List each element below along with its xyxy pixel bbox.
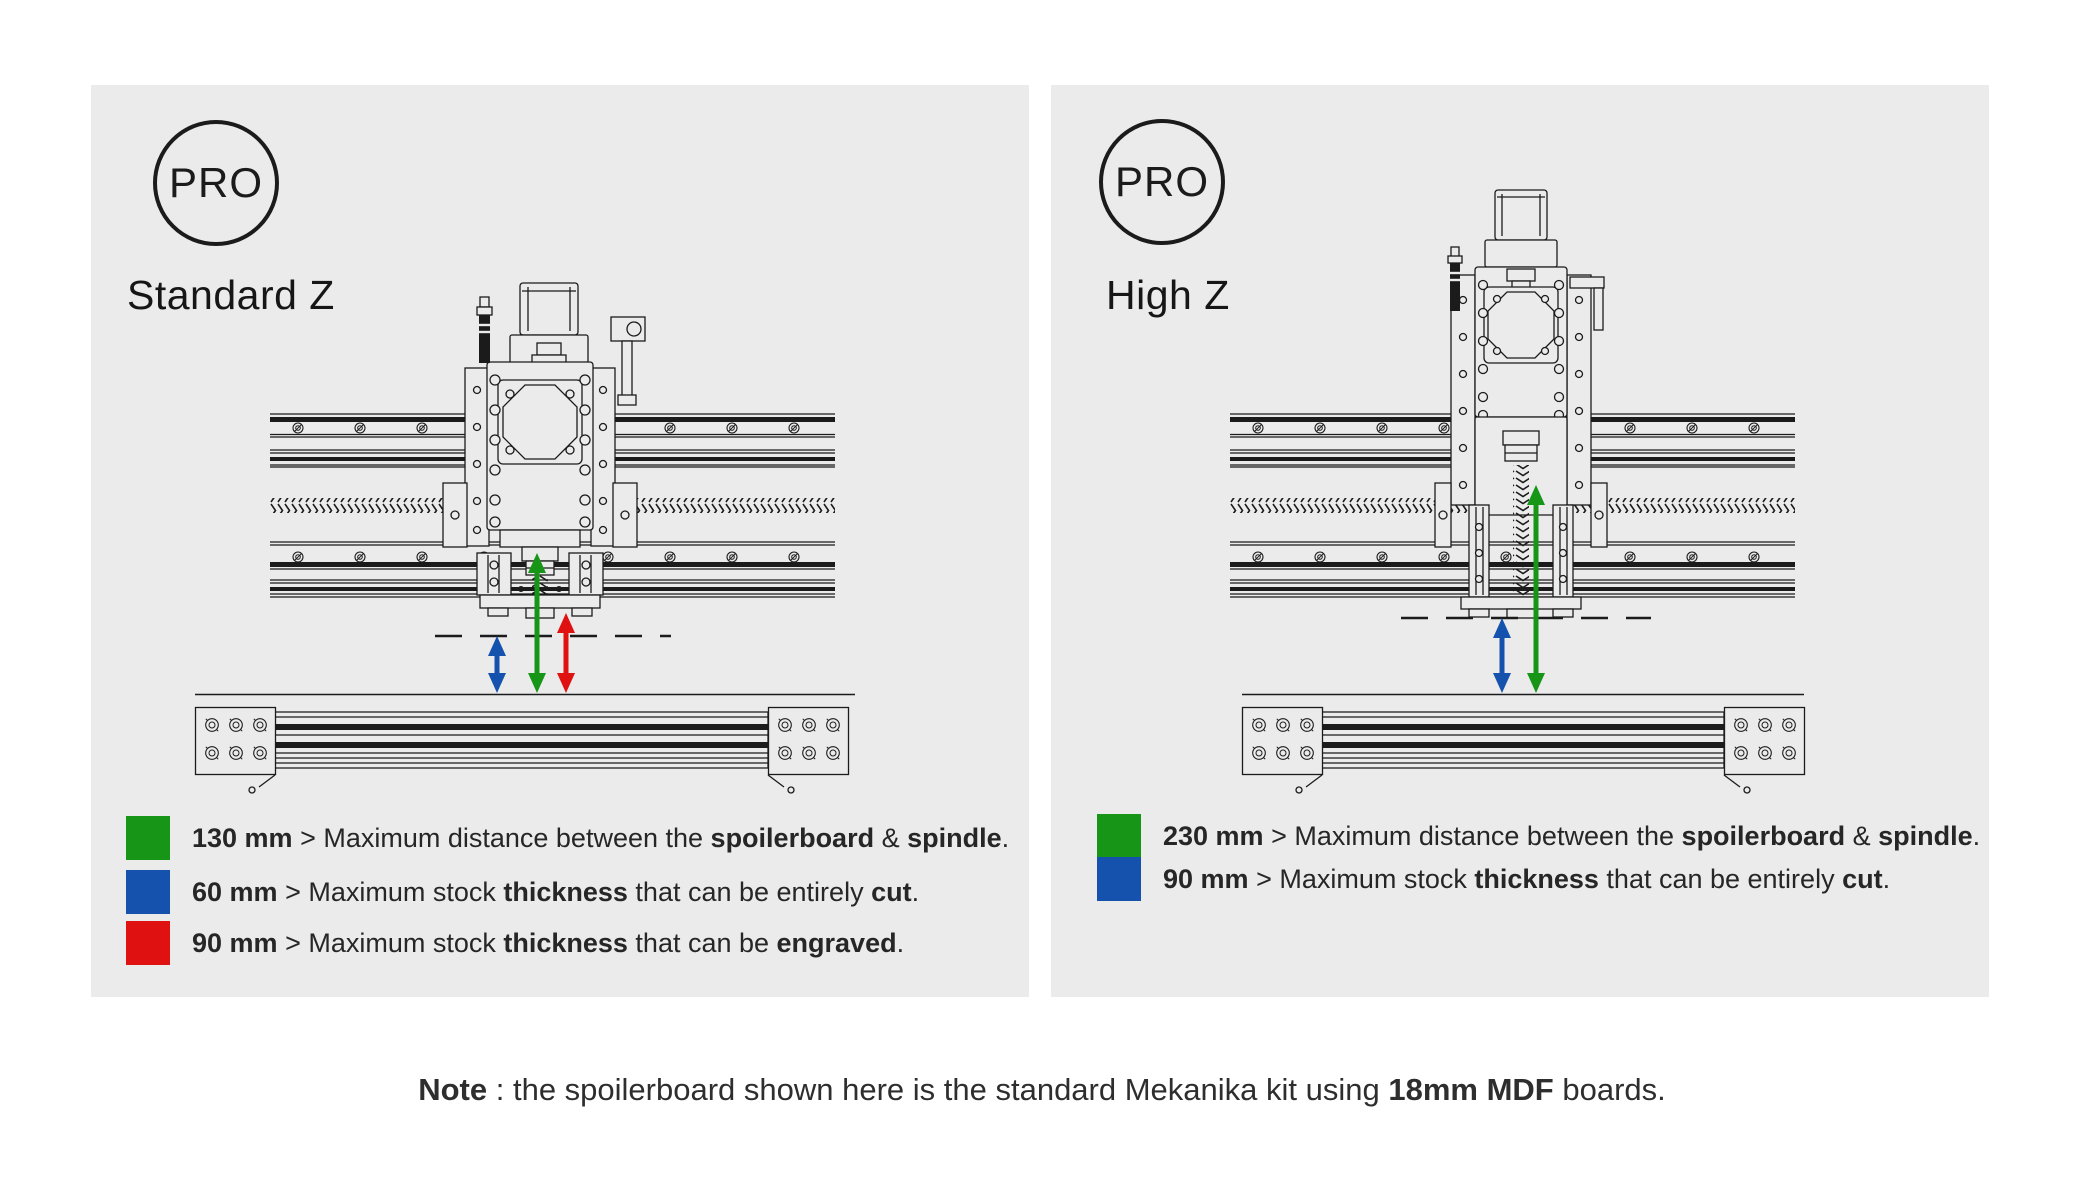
stepper-motor — [509, 282, 589, 368]
footnote: Note : the spoilerboard shown here is th… — [418, 1072, 1666, 1107]
legend-swatch-green — [1097, 814, 1141, 858]
ball-screw — [1513, 465, 1529, 597]
legend-item-blue: 60 mm > Maximum stock thickness that can… — [126, 870, 919, 914]
legend-swatch-red — [126, 921, 170, 965]
arrow-max-cut-thickness — [1493, 618, 1511, 693]
legend-label-blue: 90 mm > Maximum stock thickness that can… — [1163, 863, 1891, 894]
legend-label-green: 130 mm > Maximum distance between the sp… — [192, 822, 1010, 853]
spoilerboard — [1242, 693, 1805, 794]
legend-swatch-green — [126, 816, 170, 860]
panel-title-high-z: High Z — [1106, 272, 1230, 318]
panel-title-standard-z: Standard Z — [127, 272, 335, 318]
spoilerboard — [195, 693, 855, 794]
standard-z-diagram — [91, 282, 855, 794]
legend-swatch-blue — [126, 870, 170, 914]
legend-label-red: 90 mm > Maximum stock thickness that can… — [192, 927, 905, 958]
legend-label-green: 230 mm > Maximum distance between the sp… — [1163, 820, 1981, 851]
legend-item-green: 230 mm > Maximum distance between the sp… — [1097, 814, 1980, 858]
spindle-nose — [1460, 596, 1582, 619]
legend-swatch-blue — [1097, 857, 1141, 901]
spindle-mount-octagon — [502, 384, 578, 460]
arrow-spindle-to-spoilerboard — [528, 553, 546, 693]
pro-badge-label: PRO — [168, 159, 263, 206]
stepper-motor — [1484, 189, 1558, 268]
high-z-diagram — [1051, 189, 1989, 794]
z-probe-cylinder — [476, 296, 493, 363]
arrow-max-engrave-thickness — [557, 613, 575, 693]
tool-probe-bracket — [610, 316, 646, 406]
pro-badge-label: PRO — [1114, 158, 1209, 205]
panel-standard-z: PRO Standard Z — [91, 85, 1029, 997]
spindle-nose — [479, 529, 601, 619]
z-assembly-high — [1434, 189, 1608, 619]
pro-badge: PRO — [153, 120, 279, 246]
legend-label-blue: 60 mm > Maximum stock thickness that can… — [192, 876, 920, 907]
spindle-mount-octagon — [1487, 291, 1555, 359]
legend-item-green: 130 mm > Maximum distance between the sp… — [126, 816, 1009, 860]
panel-high-z: PRO High Z — [1051, 85, 1989, 997]
arrow-spindle-to-spoilerboard — [1527, 485, 1545, 693]
pro-badge: PRO — [1099, 119, 1225, 245]
legend-item-blue: 90 mm > Maximum stock thickness that can… — [1097, 857, 1890, 901]
arrow-max-cut-thickness — [488, 636, 506, 693]
tool-probe-bracket — [1569, 276, 1605, 331]
legend-item-red: 90 mm > Maximum stock thickness that can… — [126, 921, 904, 965]
z-probe-cylinder — [1447, 246, 1463, 311]
z-assembly-standard — [442, 282, 646, 619]
